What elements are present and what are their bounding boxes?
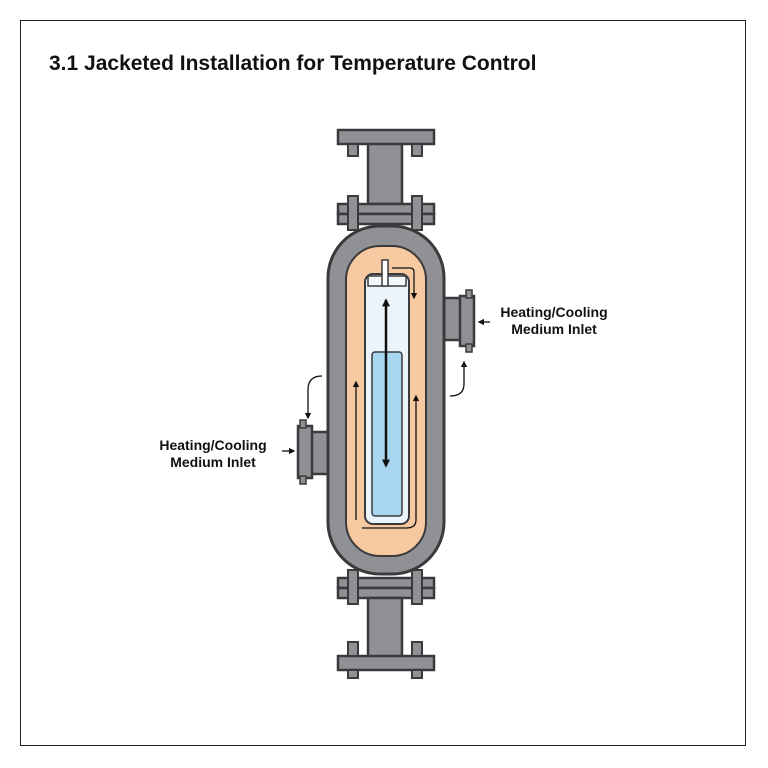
right-inlet-flow-arrow — [449, 360, 468, 397]
left-inlet-flow-arrow — [304, 375, 323, 420]
flow-arrow-bottom-channel — [362, 394, 420, 529]
left-inlet-label-line2: Medium Inlet — [170, 454, 256, 470]
right-inlet-label-line2: Medium Inlet — [511, 321, 597, 337]
lower-joint-bolts — [347, 569, 423, 605]
right-inlet-label: Heating/Cooling Medium Inlet — [489, 304, 619, 338]
flow-arrow-top-turn — [392, 267, 418, 300]
top-pipe-assembly — [336, 128, 436, 231]
upper-joint-bolts — [347, 195, 423, 231]
left-inlet-nozzle — [296, 419, 336, 485]
bottom-pipe — [366, 596, 404, 660]
bottom-flange-bolts — [347, 641, 423, 679]
bottom-flange — [336, 654, 436, 672]
top-flange-bolts — [347, 143, 423, 157]
bottom-pipe-assembly — [336, 569, 436, 679]
page-title: 3.1 Jacketed Installation for Temperatur… — [49, 52, 537, 75]
internal-flow-arrows — [352, 267, 420, 529]
probe-rod — [381, 259, 389, 287]
top-flange — [336, 128, 436, 146]
upper-joint-flange-b — [336, 212, 436, 226]
left-inlet-label-line1: Heating/Cooling — [159, 437, 267, 453]
top-pipe — [366, 140, 404, 206]
left-inlet-label: Heating/Cooling Medium Inlet — [148, 437, 278, 471]
external-flow-arrows — [282, 318, 490, 455]
right-inlet-label-line1: Heating/Cooling — [500, 304, 608, 320]
